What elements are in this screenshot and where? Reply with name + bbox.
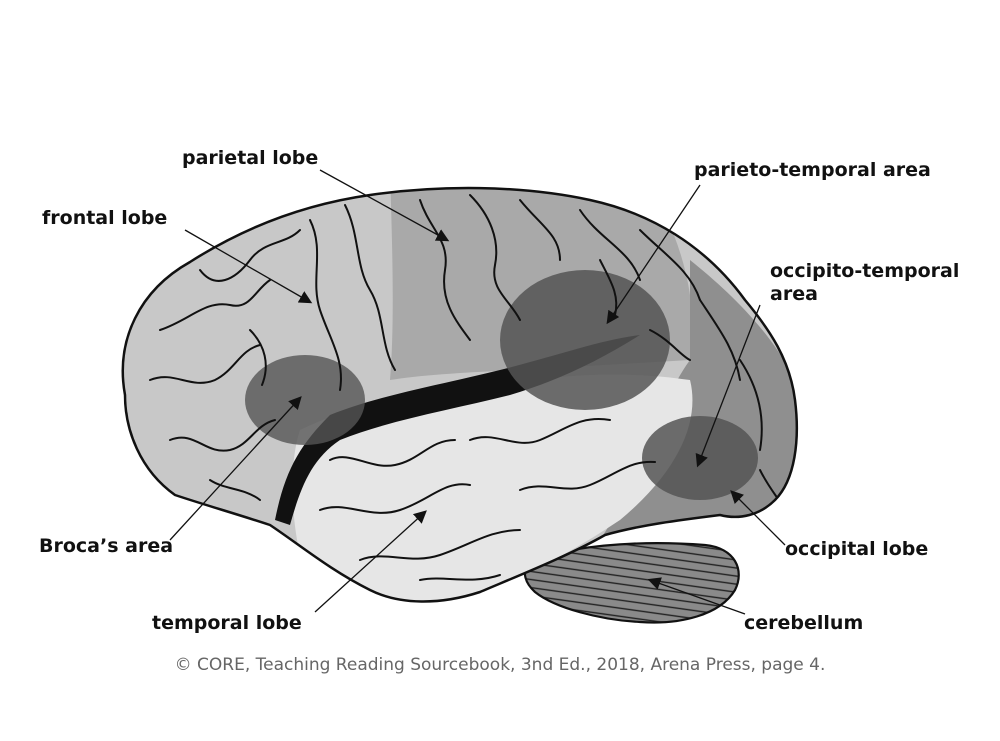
brain-outline xyxy=(121,186,799,603)
occipital-lobe-label: occipital lobe xyxy=(785,538,929,560)
leader-lines xyxy=(169,169,786,615)
parieto-temporal-highlight xyxy=(500,270,670,410)
parietal-leader xyxy=(319,169,450,242)
occipito-temporal-highlight xyxy=(642,416,758,500)
brocas-area-label: Broca’s area xyxy=(39,535,174,557)
parieto-temporal-leader xyxy=(606,184,701,325)
temporal-leader xyxy=(314,510,427,613)
frontal-lobe-label: frontal lobe xyxy=(42,207,168,229)
cerebellum-shape xyxy=(523,542,740,624)
occipital-leader xyxy=(730,490,786,546)
broca-highlight xyxy=(245,355,365,445)
parieto-temporal-area-label: parieto-temporal area xyxy=(694,159,931,181)
broca-leader xyxy=(169,396,302,541)
copyright-credit: © CORE, Teaching Reading Sourcebook, 3nd… xyxy=(174,655,826,675)
gyri-lines xyxy=(149,194,786,581)
cerebellum-leader xyxy=(647,577,746,615)
occipito-temporal-leader xyxy=(695,304,761,468)
temporal-lobe-label: temporal lobe xyxy=(152,612,302,634)
parietal-lobe-label: parietal lobe xyxy=(182,147,319,169)
cerebellum-label: cerebellum xyxy=(744,612,864,634)
frontal-leader xyxy=(184,229,313,304)
occipito-temporal-area-label: occipito-temporal area xyxy=(770,260,960,305)
temporal-lobe-region xyxy=(292,374,693,602)
